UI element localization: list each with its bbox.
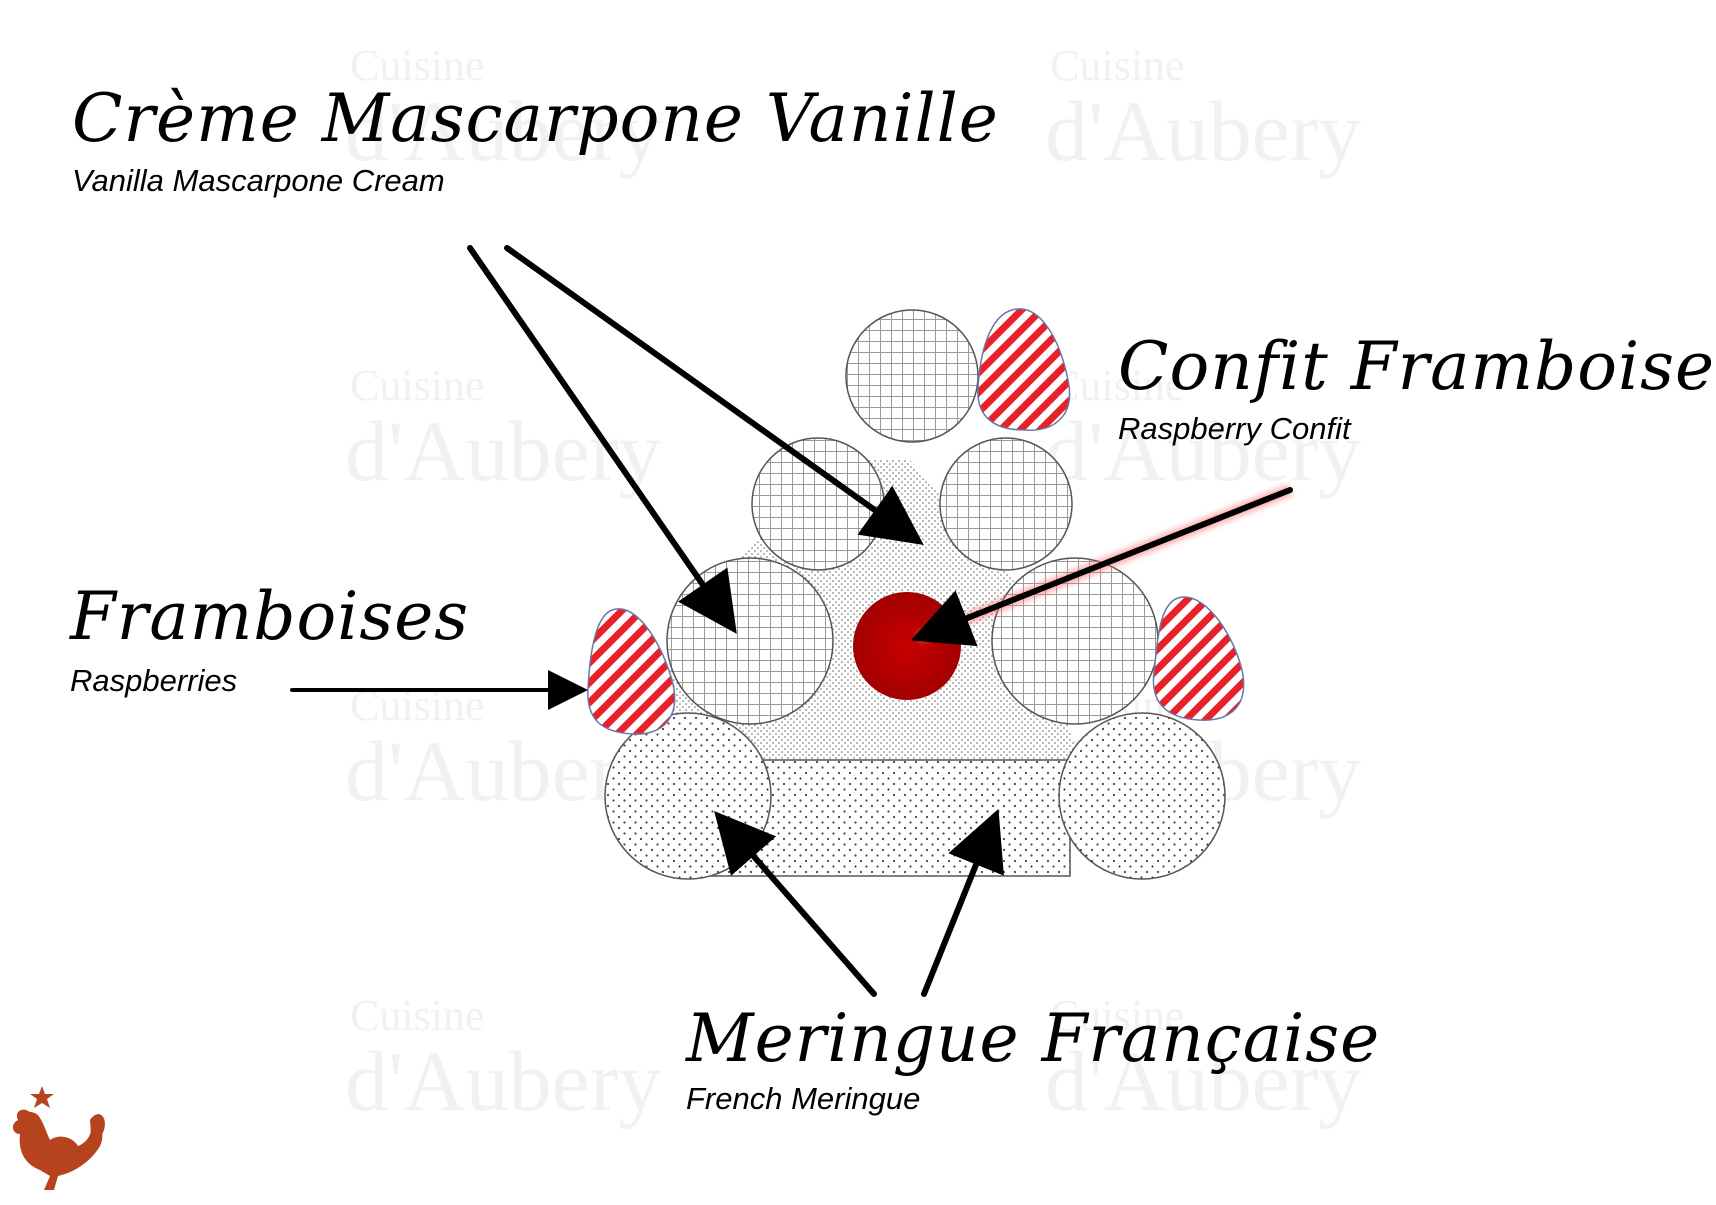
confit-label-en: Raspberry Confit: [1118, 411, 1715, 447]
meringue-label-en: French Meringue: [686, 1081, 1380, 1117]
mascarpone-circle-low-right: [992, 558, 1158, 724]
meringue-circle-left: [605, 713, 771, 879]
meringue-label-group: Meringue Française French Meringue: [686, 1000, 1380, 1117]
mascarpone-circle-low-left: [667, 558, 833, 724]
mascarpone-label-fr: Crème Mascarpone Vanille: [72, 80, 999, 157]
mascarpone-label-en: Vanilla Mascarpone Cream: [72, 163, 999, 199]
meringue-label-fr: Meringue Française: [686, 1000, 1380, 1077]
confit-label-group: Confit Framboise Raspberry Confit: [1118, 328, 1715, 447]
mascarpone-label-group: Crème Mascarpone Vanille Vanilla Mascarp…: [72, 80, 999, 199]
rooster-logo: [13, 1086, 105, 1190]
raspberry-top: [978, 309, 1070, 430]
confit-label-fr: Confit Framboise: [1118, 328, 1715, 405]
raspberry-right: [1153, 597, 1243, 720]
raspberries-label-group: Framboises Raspberries: [70, 578, 469, 699]
raspberry-confit-center: [853, 592, 961, 700]
raspberries-label-en: Raspberries: [70, 663, 469, 699]
raspberries-label-fr: Framboises: [70, 578, 469, 655]
raspberry-left: [588, 609, 675, 734]
mascarpone-circle-top: [846, 310, 978, 442]
mascarpone-circle-mid-right: [940, 438, 1072, 570]
watermark-line2: d'Aubery: [345, 1033, 661, 1129]
meringue-circle-right: [1059, 713, 1225, 879]
watermark-line2: d'Aubery: [1045, 83, 1361, 179]
